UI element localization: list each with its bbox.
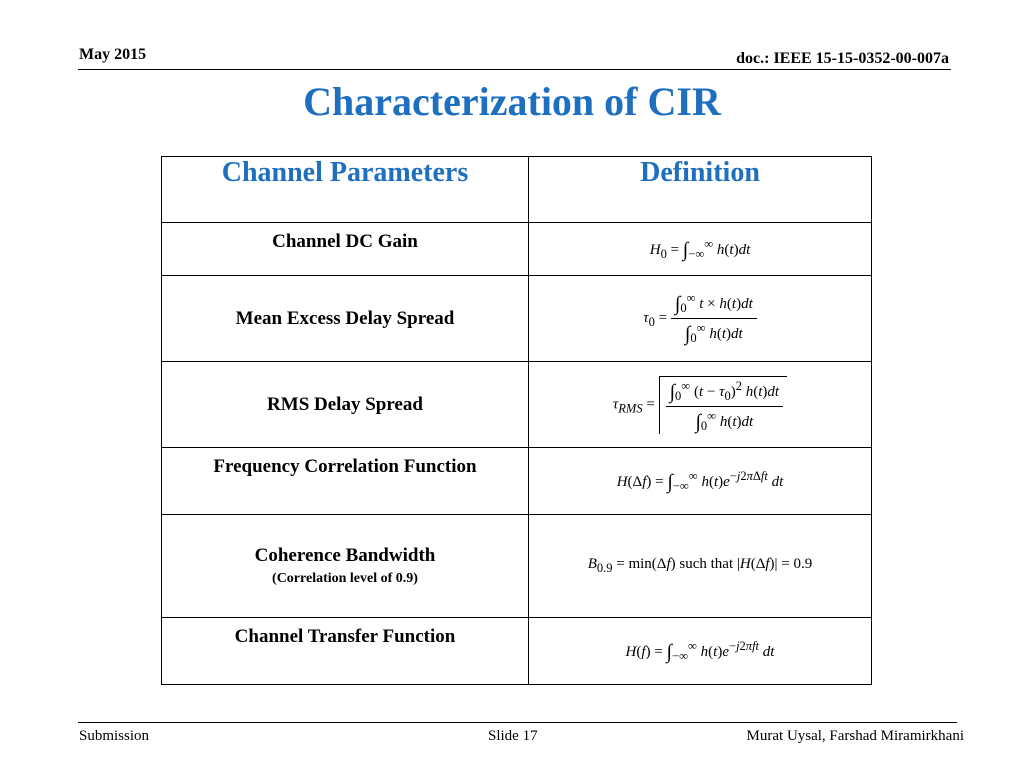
formula-rms-delay-spread: τRMS = ∫0∞ (t − τ0)2 h(t)dt ∫0∞ h(t)dt [528, 361, 872, 448]
header-doc-id: doc.: IEEE 15-15-0352-00-007a [736, 50, 949, 67]
footer-slide-number: Slide 17 [488, 728, 538, 744]
footer-divider [78, 722, 957, 723]
formula-mean-excess-delay: τ0 = ∫0∞ t × h(t)dt ∫0∞ h(t)dt [528, 275, 872, 362]
slide-title: Characterization of CIR [303, 79, 721, 124]
table-row: RMS Delay Spread τRMS = ∫0∞ (t − τ0)2 h(… [161, 361, 872, 448]
formula-frequency-correlation: H(Δf) = ∫−∞∞ h(t)e−j2πΔft dt [528, 447, 872, 515]
table-row: Coherence Bandwidth (Correlation level o… [161, 514, 872, 618]
coherence-bandwidth-note: (Correlation level of 0.9) [272, 571, 418, 586]
row-label-channel-transfer: Channel Transfer Function [161, 617, 529, 685]
footer-authors: Murat Uysal, Farshad Miramirkhani [746, 728, 964, 744]
formula-coherence-bandwidth: B0.9 = min(Δf) such that |H(Δf)| = 0.9 [528, 514, 872, 618]
formula-dc-gain: H0 = ∫−∞∞ h(t)dt [528, 222, 872, 276]
row-label-frequency-correlation: Frequency Correlation Function [161, 447, 529, 515]
row-label-dc-gain: Channel DC Gain [161, 222, 529, 276]
row-label-rms-delay-spread: RMS Delay Spread [161, 361, 529, 448]
formula-channel-transfer: H(f) = ∫−∞∞ h(t)e−j2πft dt [528, 617, 872, 685]
table-row: Mean Excess Delay Spread τ0 = ∫0∞ t × h(… [161, 275, 872, 362]
table-row: Channel DC Gain H0 = ∫−∞∞ h(t)dt [161, 222, 872, 276]
column-header-parameters: Channel Parameters [161, 156, 529, 223]
footer-submission: Submission [79, 728, 150, 744]
table-header-row: Channel Parameters Definition [161, 156, 872, 223]
table-row: Channel Transfer Function H(f) = ∫−∞∞ h(… [161, 617, 872, 685]
header-date: May 2015 [79, 46, 147, 63]
table-row: Frequency Correlation Function H(Δf) = ∫… [161, 447, 872, 515]
coherence-bandwidth-title: Coherence Bandwidth [254, 545, 436, 566]
channel-parameters-table: Channel Parameters Definition Channel DC… [161, 156, 872, 685]
row-label-coherence-bandwidth: Coherence Bandwidth (Correlation level o… [161, 514, 529, 618]
column-header-definition: Definition [528, 156, 872, 223]
row-label-mean-excess-delay: Mean Excess Delay Spread [161, 275, 529, 362]
header-divider [78, 69, 951, 70]
